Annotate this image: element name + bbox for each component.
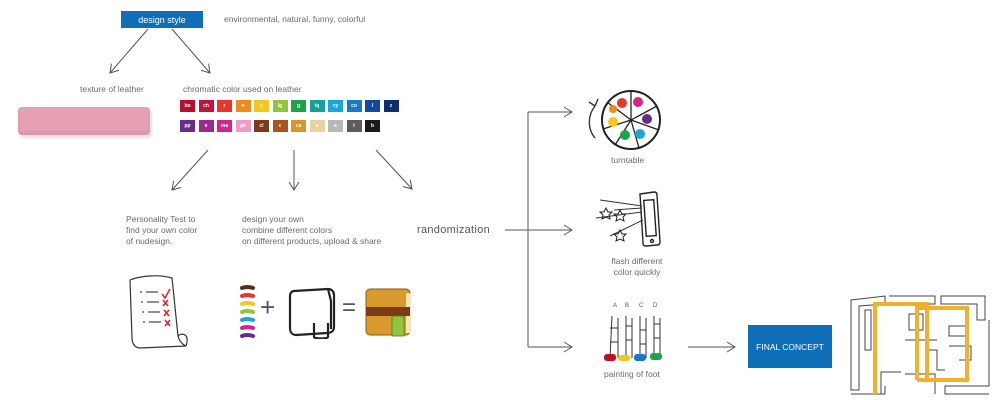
color-swatch: ca [291,120,306,132]
nudesign-maze-logo [850,295,990,395]
color-swatch: o [235,100,251,112]
foot-letter: C [639,303,644,309]
color-swatch: b [365,120,380,132]
design-own-line: on different products, upload & share [242,236,382,246]
color-swatch: t [346,120,362,132]
texture-label: texture of leather [80,84,144,94]
painting-label: painting of foot [604,369,660,379]
turntable-wheel-icon [588,90,661,150]
equals-sign: = [342,294,357,321]
color-swatch: ch [198,100,214,112]
chromatic-label: chromatic color used on leather [183,84,302,94]
color-swatch: cl [254,120,269,132]
design-own-line: design your own [242,214,304,224]
color-swatch: y [254,100,269,112]
color-swatch: co [346,100,362,112]
color-swatch: bo [180,100,195,112]
personality-line: find your own color [126,225,198,235]
flash-line: color quickly [613,267,661,277]
personality-line: of nudesign. [126,236,173,246]
color-swatch: l [365,100,380,112]
color-swatch: r [217,100,232,112]
flash-text: flash different color quickly [602,256,672,278]
color-swatch: tq [309,100,325,112]
final-concept-badge: FINAL CONCEPT [748,325,832,368]
color-swatch: z [383,100,399,112]
final-concept-label: FINAL CONCEPT [756,341,824,352]
foot-letter: D [653,303,658,309]
color-swatch: pp [180,120,195,132]
design-own-text: design your own combine different colors… [242,214,381,247]
flash-line: flash different [611,256,663,266]
color-swatch: pk [235,120,251,132]
color-swatch: cy [328,100,343,112]
color-swatch: c [272,120,288,132]
design-style-badge: design style [121,11,203,28]
paint-strokes-icon [240,285,255,338]
personality-text: Personality Test to find your own color … [126,214,197,247]
foot-letter: A [613,303,618,309]
personality-line: Personality Test to [126,214,196,224]
foot-letter: B [625,303,630,309]
plus-sign: + [260,292,276,322]
color-swatch: lg [272,100,288,112]
color-swatch: ma [217,120,232,132]
leather-texture-swatch [18,107,150,135]
flash-phone-icon [595,191,661,247]
design-own-line: combine different colors [242,225,333,235]
design-style-description: environmental, natural, funny, colorful [224,14,366,24]
color-swatch: e [328,120,343,132]
randomization-label: randomization [417,224,490,236]
color-swatch: g [291,100,306,112]
design-style-label: design style [138,14,186,25]
personality-test-sheet-icon [129,275,188,349]
foot-painting-ladder-icon [604,315,662,361]
turntable-label: turntable [611,155,645,165]
color-swatch: s [309,120,325,132]
notebook-sketch-icon [288,287,336,339]
color-swatch: v [198,120,214,132]
colored-notebook-icon [365,288,411,337]
